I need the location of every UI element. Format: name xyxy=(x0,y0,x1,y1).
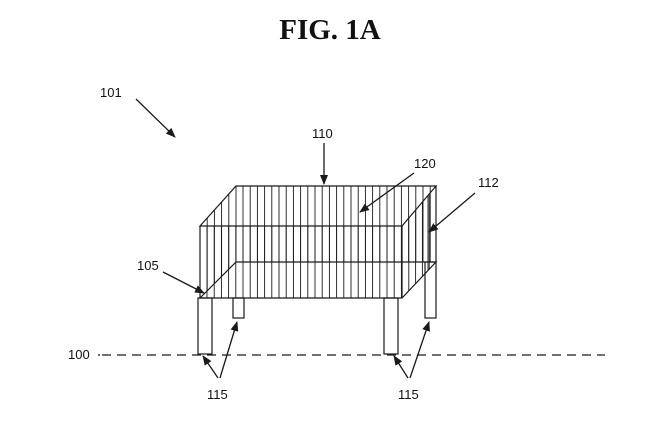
arrow-115-right-a xyxy=(393,355,409,379)
arrow-101 xyxy=(135,98,176,138)
ref-label-110: 110 xyxy=(312,126,333,141)
arrow-120 xyxy=(359,172,415,213)
crib-body xyxy=(198,185,438,299)
arrow-115-left-a xyxy=(202,355,219,379)
ref-label-115-left: 115 xyxy=(207,387,228,402)
leg-back-right xyxy=(424,261,437,319)
top-rim xyxy=(198,185,438,227)
ref-label-105: 105 xyxy=(137,258,159,273)
leader-arrows xyxy=(98,98,476,379)
side-panel-slats xyxy=(206,194,430,291)
leg-front-left xyxy=(197,297,213,355)
ref-label-101: 101 xyxy=(100,85,122,100)
ref-label-100: 100 xyxy=(68,347,90,362)
arrow-105 xyxy=(162,271,205,294)
arrow-112 xyxy=(428,192,476,233)
leg-back-left xyxy=(232,297,245,319)
arrow-115-left-b xyxy=(219,321,239,379)
figure-title: FIG. 1A xyxy=(279,14,381,46)
ref-label-115-right: 115 xyxy=(398,387,419,402)
ref-label-120: 120 xyxy=(414,156,436,171)
ref-label-112: 112 xyxy=(478,175,499,190)
leg-front-right xyxy=(383,297,399,355)
arrow-115-right-b xyxy=(409,321,430,379)
